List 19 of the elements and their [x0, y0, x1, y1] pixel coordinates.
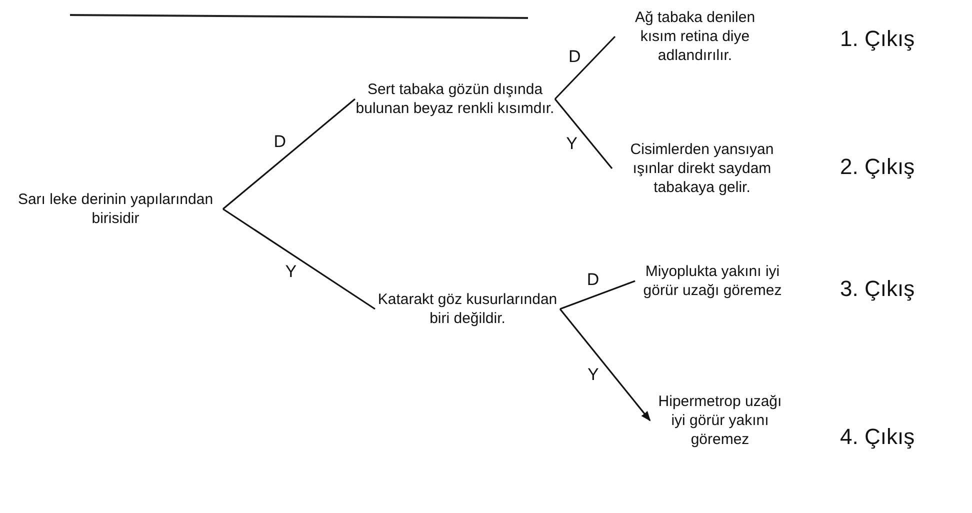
exit-label: 3. Çıkış: [840, 275, 915, 303]
exit-label: 4. Çıkış: [840, 423, 915, 451]
statement-text: Ağ tabaka denilen kısım retina diye adlandırılır.: [634, 8, 756, 65]
branch-line: [554, 36, 616, 100]
exit-label: 1. Çıkış: [840, 25, 915, 53]
branch-line: [554, 98, 613, 169]
branch-line: [559, 308, 651, 422]
statement-text: Cisimlerden yansıyan ışınlar direkt saydam tabakaya gelir.: [629, 140, 775, 197]
exit-label: 2. Çıkış: [840, 153, 915, 181]
branch-line: [560, 280, 636, 310]
edge-label: Y: [564, 134, 580, 152]
branch-line: [222, 208, 376, 310]
statement-text: Miyoplukta yakını iyi görür uzağı göremez: [642, 262, 783, 300]
edge-label: Y: [586, 366, 601, 383]
statement-text: Sarı leke derinin yapılarından birisidir: [16, 190, 214, 228]
statement-text: Sert tabaka gözün dışında bulunan beyaz renkli kısımdır.: [355, 80, 555, 118]
statement-text: Katarakt göz kusurlarından biri değildir.: [376, 290, 558, 328]
statement-text: Hipermetrop uzağı iyi görür yakını göremez: [657, 392, 783, 449]
branch-line: [222, 98, 356, 210]
